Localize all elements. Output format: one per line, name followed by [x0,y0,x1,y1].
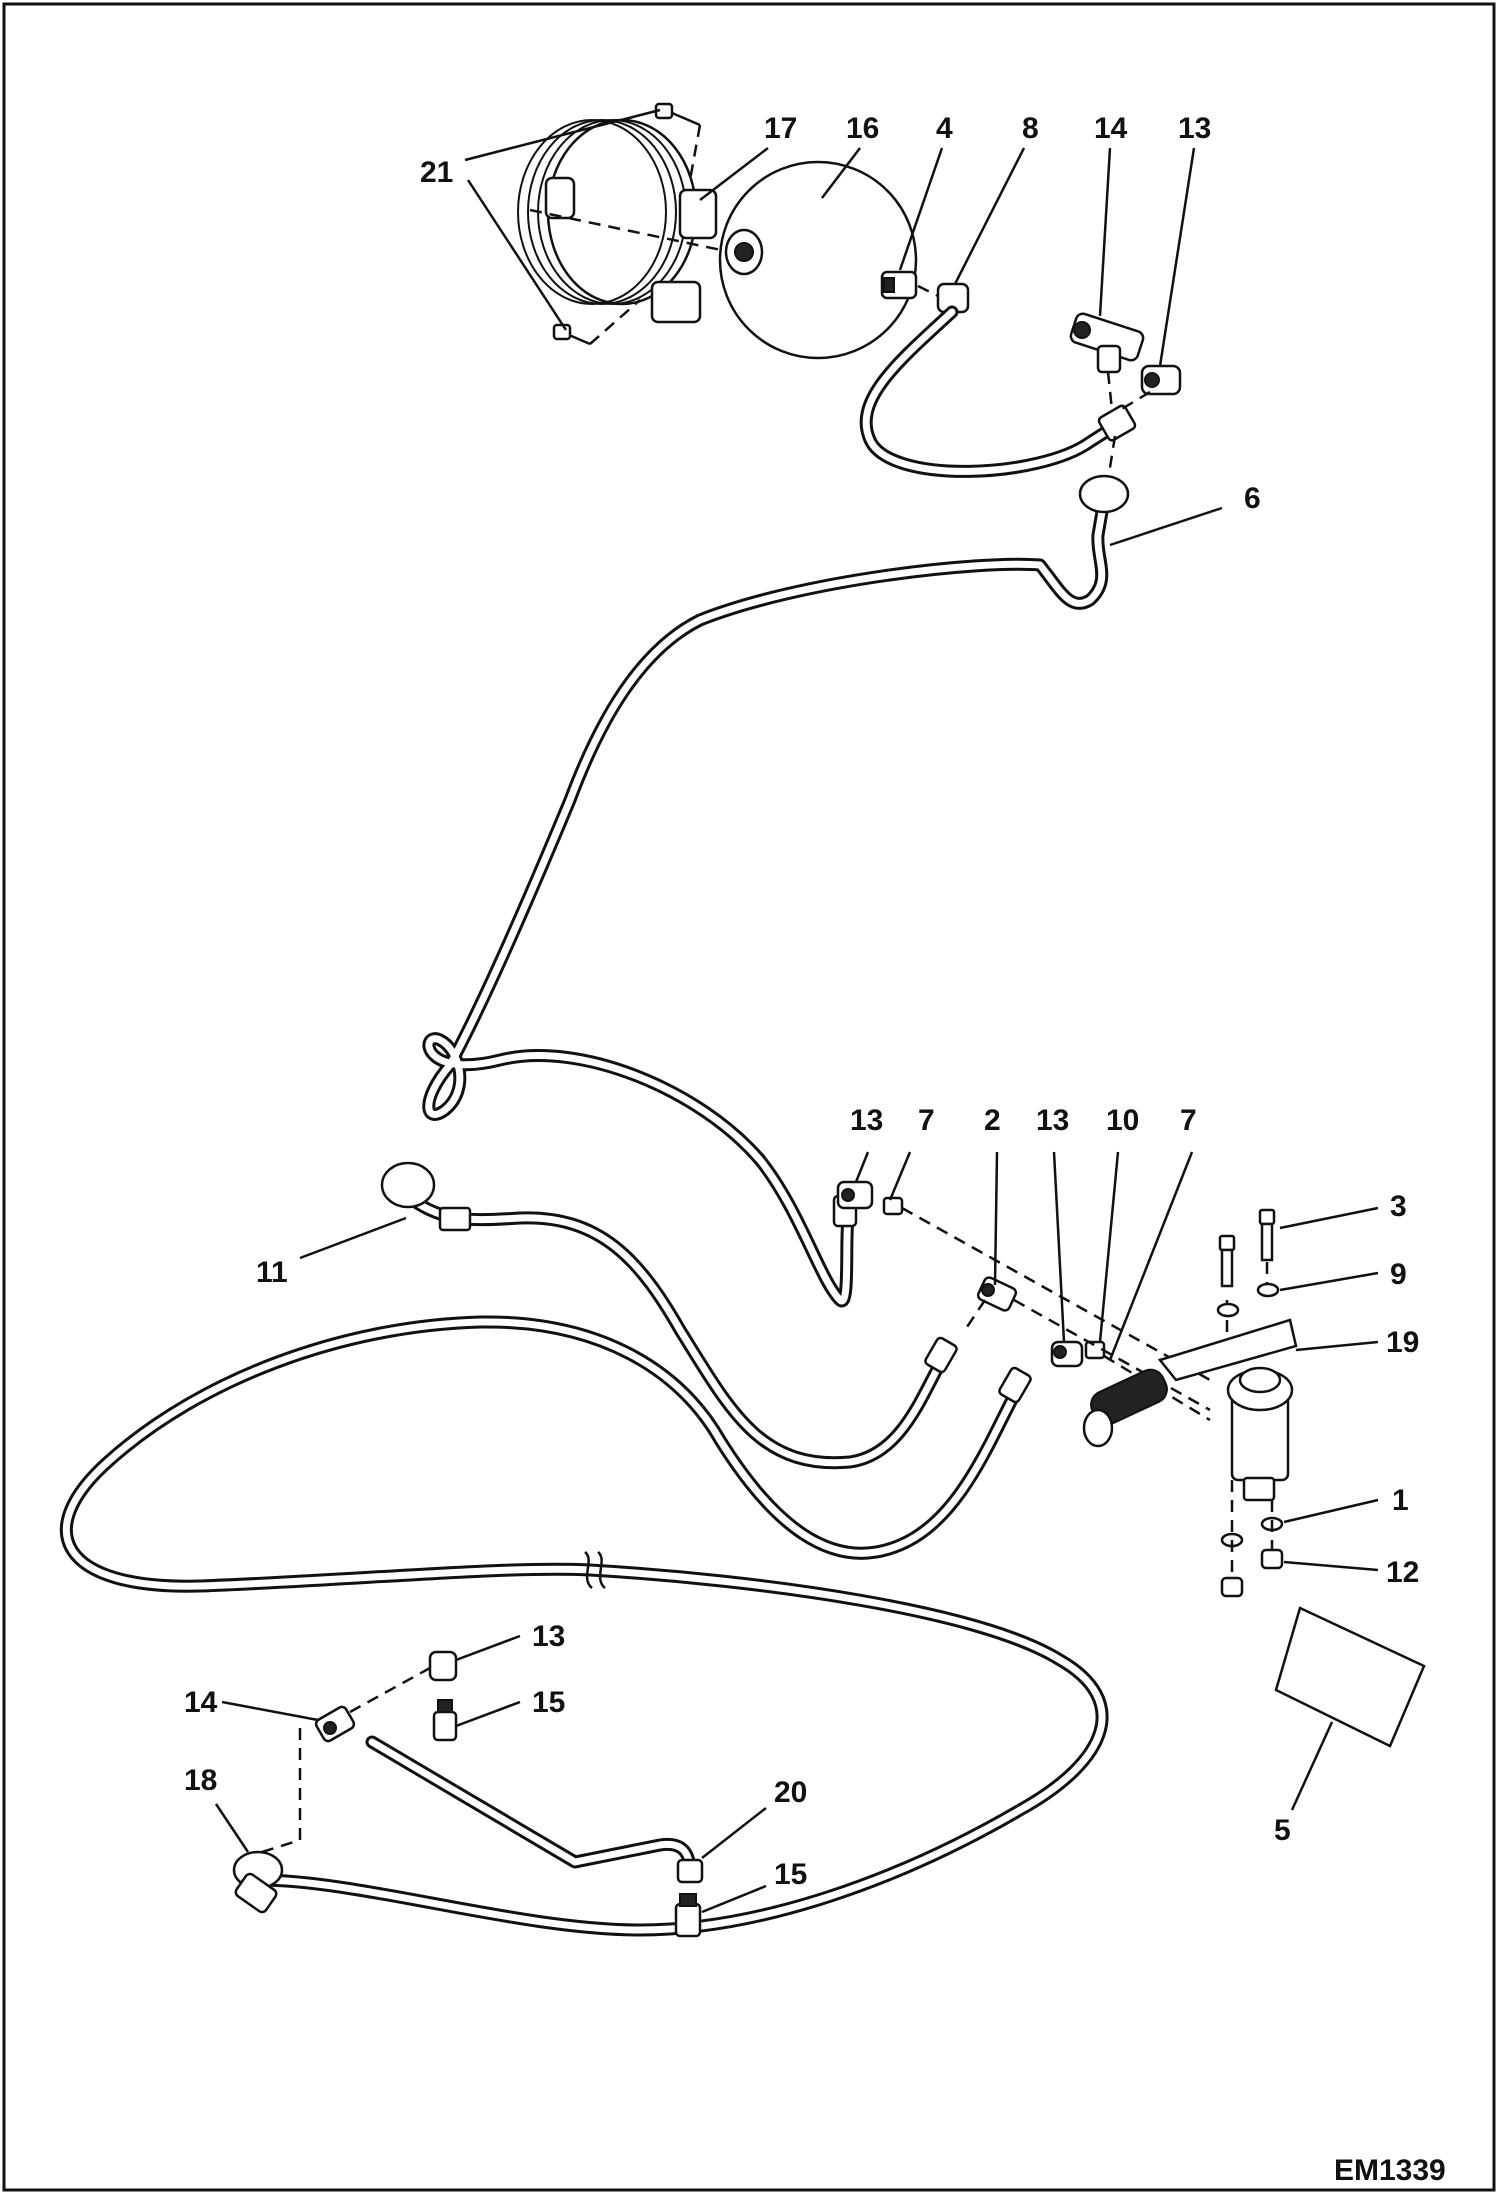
washer-9 [1216,1282,1280,1318]
callout-10: 10 [1106,1104,1139,1137]
figure-id: EM1339 [1334,2154,1446,2187]
bolt-left [1218,1234,1236,1340]
callout-21: 21 [420,156,453,189]
callout-14-upper: 14 [1094,112,1128,145]
elbow-fitting-mid-left [836,1180,904,1216]
callout-15-upper: 15 [532,1686,565,1719]
accumulator-sphere [718,160,918,360]
callout-20: 20 [774,1776,807,1809]
bolt-3 [1258,1208,1276,1290]
callout-5: 5 [1274,1814,1291,1847]
callout-13-mid-right: 13 [1036,1104,1069,1137]
elbow-fitting-upper [1140,364,1182,396]
hose-11 [380,1161,958,1470]
callout-13-mid-left: 13 [850,1104,883,1137]
hose-loop-lower [60,1315,1109,1937]
callout-3: 3 [1390,1190,1407,1223]
callout-2: 2 [984,1104,1001,1137]
callout-19: 19 [1386,1326,1419,1359]
callout-11: 11 [256,1256,288,1289]
callout-13-upper: 13 [1178,112,1211,145]
tee-fitting-upper [1069,312,1145,374]
plug-15-upper [432,1710,458,1742]
callout-12: 12 [1386,1556,1419,1589]
callout-7-right: 7 [1180,1104,1197,1137]
leader-lines [214,108,1379,1914]
tee-fitting-2 [976,1276,1018,1312]
callout-1: 1 [1392,1484,1409,1517]
callout-4: 4 [936,112,953,145]
callout-labels: 21 17 16 4 8 14 13 6 13 7 2 13 10 7 3 9 … [184,112,1419,1891]
callout-16: 16 [846,112,879,145]
callout-7-left: 7 [918,1104,935,1137]
callout-15-lower: 15 [774,1858,807,1891]
callout-6: 6 [1244,482,1261,515]
callout-18: 18 [184,1764,217,1797]
callout-17: 17 [764,112,797,145]
decal-5 [1274,1606,1426,1748]
callout-13-lower: 13 [532,1620,565,1653]
tube-20 [365,1735,704,1884]
nut-12 [1220,1548,1284,1598]
elbow-fitting-lower [428,1650,458,1682]
callout-9: 9 [1390,1258,1407,1291]
elbow-fitting-18 [232,1850,284,1914]
callout-14-lower: 14 [184,1686,218,1719]
hand-pump-19 [1082,1318,1298,1502]
elbow-fitting-mid-right [1050,1340,1106,1368]
clamp-assembly [517,118,746,324]
bolt-lower [552,299,641,346]
tee-fitting-lower [314,1705,356,1743]
callout-8: 8 [1022,112,1039,145]
plug-15-lower [674,1902,702,1938]
